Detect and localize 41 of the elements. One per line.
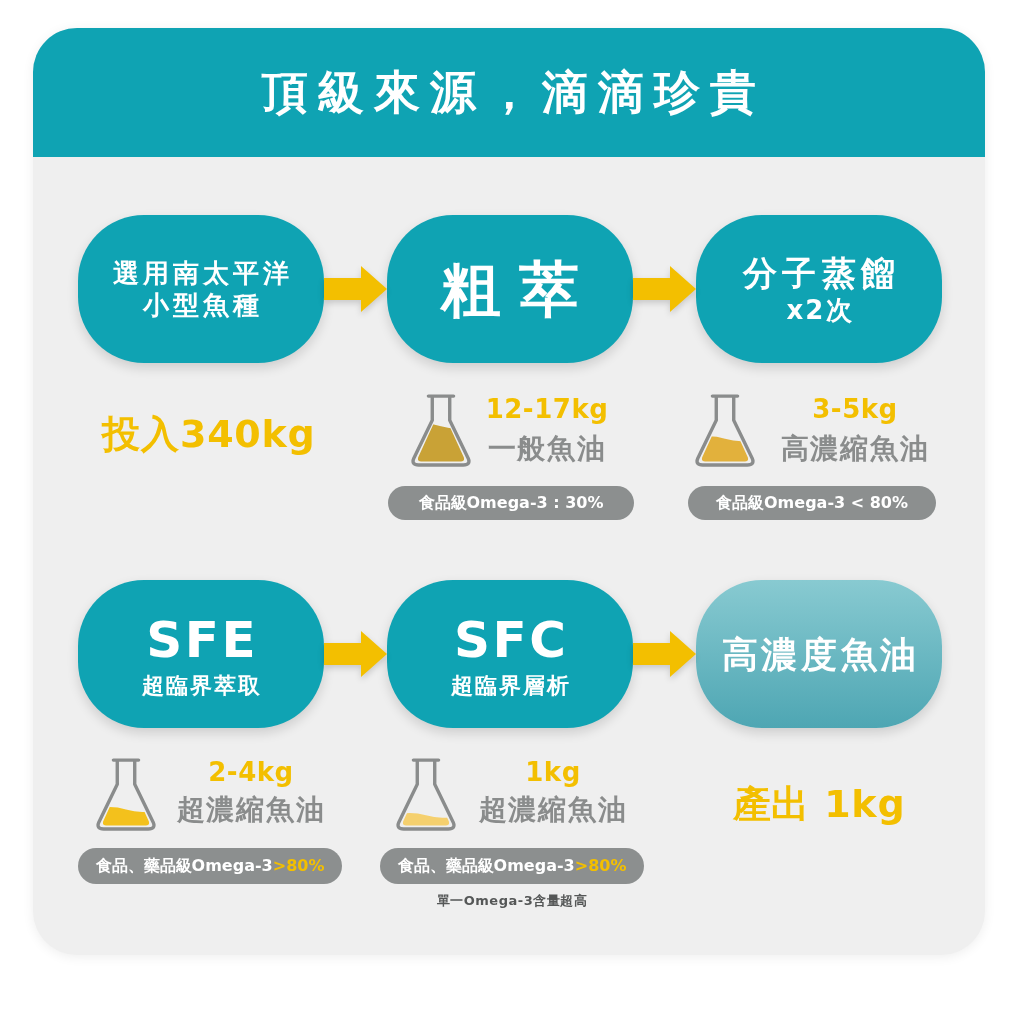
title: 頂級來源，滴滴珍貴: [260, 64, 767, 121]
process-box: [78, 215, 324, 363]
quantity-text: 3-5kg: [811, 395, 899, 425]
process-box: [696, 580, 942, 728]
step-label: SFE: [145, 610, 259, 671]
grade-badge: [78, 848, 342, 884]
quantity-text: 產出 1kg: [731, 783, 907, 827]
grade-badge: [380, 848, 644, 884]
oil-type-text: 高濃縮魚油: [779, 433, 931, 466]
percent-text: >80%: [574, 856, 627, 876]
quantity-text: 1kg: [524, 758, 582, 788]
grade-text: 食品、藥品級Omega-3: [95, 856, 273, 876]
grade-text: 食品級Omega-3 < 80%: [716, 493, 908, 513]
grade-text: 食品級Omega-3 : 30%: [418, 493, 604, 513]
quantity-text: 2-4kg: [207, 758, 295, 788]
grade-badge: [688, 486, 936, 520]
step-sublabel: 超臨界層析: [449, 671, 572, 699]
arrow: [633, 266, 696, 312]
quantity-text: 12-17kg: [484, 395, 610, 425]
step-label: 粗萃: [439, 252, 597, 326]
arrow: [324, 266, 387, 312]
step-label: SFC: [453, 610, 569, 671]
quantity-text: 投入340kg: [100, 413, 317, 457]
step-label: 選用南太平洋小型魚種: [111, 256, 295, 322]
step-sublabel: 超臨界萃取: [140, 671, 263, 699]
oil-type-text: 超濃縮魚油: [477, 794, 629, 827]
process-box: [387, 215, 633, 363]
grade-badge: [388, 486, 634, 520]
grade-text: 食品、藥品級Omega-3: [397, 856, 575, 876]
note-text: 單一Omega-3含量超高: [435, 894, 589, 909]
step-label: 高濃度魚油: [720, 632, 920, 677]
arrow: [324, 631, 387, 677]
oil-type-text: 超濃縮魚油: [175, 794, 327, 827]
oil-type-text: 一般魚油: [486, 433, 608, 466]
process-box: [387, 580, 633, 728]
process-box: [78, 580, 324, 728]
percent-text: >80%: [272, 856, 325, 876]
arrow: [633, 631, 696, 677]
step-sublabel: x2次: [785, 294, 854, 327]
process-box: [696, 215, 942, 363]
step-label: 分子蒸餾: [741, 251, 900, 294]
